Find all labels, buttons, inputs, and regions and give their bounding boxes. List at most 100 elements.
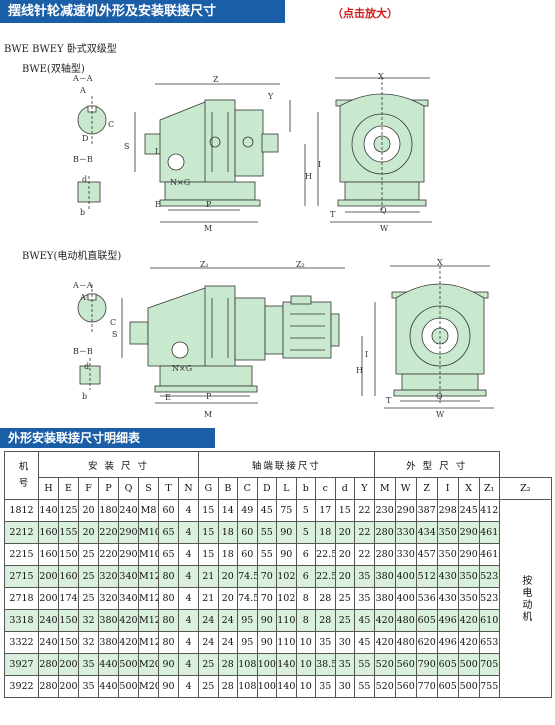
table-cell: 523 xyxy=(478,565,500,588)
table-cell: 24 xyxy=(198,609,219,632)
table-cell: 21 xyxy=(198,587,219,610)
column-header: D xyxy=(256,477,278,500)
table-cell: 400 xyxy=(394,587,417,610)
table-cell: 30 xyxy=(334,631,356,654)
table-cell: M20 xyxy=(138,675,159,698)
table-cell: 100 xyxy=(256,675,278,698)
table-cell: 461 xyxy=(478,521,500,544)
table-cell: 35 xyxy=(78,675,99,698)
table-row: 271820017425320340M12804212074.570102828… xyxy=(4,587,552,610)
table-cell: 108 xyxy=(237,653,258,676)
model-cell: 2212 xyxy=(4,521,39,544)
table-cell: 108 xyxy=(237,675,258,698)
table-cell: 350 xyxy=(436,543,459,566)
table-cell: 18 xyxy=(217,543,239,566)
table-cell: 480 xyxy=(394,609,417,632)
bwe-label-bb: B－B xyxy=(73,155,93,164)
table-cell: 55 xyxy=(354,653,375,676)
table-cell: 520 xyxy=(373,675,396,698)
table-cell: 160 xyxy=(58,565,79,588)
table-row: 221216015520220290M106541518605590518202… xyxy=(4,521,552,544)
table-cell: 30 xyxy=(334,675,356,698)
table-cell: 245 xyxy=(457,499,480,522)
model-cell: 2215 xyxy=(4,543,39,566)
table-cell: 60 xyxy=(237,543,258,566)
table-cell: 65 xyxy=(158,521,179,544)
table-cell: 20 xyxy=(78,499,99,522)
bwey-label-a: A xyxy=(80,293,86,302)
column-header: c xyxy=(315,477,336,500)
table-cell: 4 xyxy=(177,543,200,566)
table-cell: 387 xyxy=(415,499,438,522)
header-outline: 外 型 尺 寸 xyxy=(373,451,500,478)
bwey-label-z1: Z₁ xyxy=(200,260,209,269)
table-cell: 457 xyxy=(415,543,438,566)
table-cell: 4 xyxy=(177,675,200,698)
bwey-label-bb: B－B xyxy=(73,347,93,356)
table-cell: 220 xyxy=(98,543,119,566)
column-header: P xyxy=(98,477,119,500)
table-cell: 160 xyxy=(38,521,59,544)
table-cell: 45 xyxy=(256,499,278,522)
table-cell: 90 xyxy=(158,653,179,676)
bwe-label-e: E xyxy=(155,200,161,209)
table-cell: 140 xyxy=(276,653,297,676)
column-header: X xyxy=(457,477,480,500)
zoom-link[interactable]: （点击放大） xyxy=(332,7,398,20)
table-cell: 110 xyxy=(276,631,297,654)
table-cell: 90 xyxy=(256,631,278,654)
table-cell: 55 xyxy=(256,543,278,566)
table-cell: 512 xyxy=(415,565,438,588)
bwey-label-m: M xyxy=(204,410,213,419)
table-cell: 790 xyxy=(415,653,438,676)
column-header: d xyxy=(334,477,356,500)
bwe-drawing xyxy=(77,77,432,223)
table-cell: 90 xyxy=(276,521,297,544)
table-cell: 22 xyxy=(354,543,375,566)
model-cell: 2718 xyxy=(4,587,39,610)
bwey-label-c: C xyxy=(110,318,117,327)
table-cell: 560 xyxy=(394,675,417,698)
table-cell: 461 xyxy=(478,543,500,566)
table-cell: 28 xyxy=(315,609,336,632)
bwe-label-z: Z xyxy=(213,75,219,84)
table-cell: 440 xyxy=(98,653,119,676)
table-cell: 500 xyxy=(118,675,139,698)
table-cell: 420 xyxy=(373,631,396,654)
bwe-label: BWE(双轴型) xyxy=(22,64,85,75)
bwey-label-i: I xyxy=(365,350,369,359)
table-cell: 10 xyxy=(295,631,317,654)
column-header: C xyxy=(237,477,258,500)
table-cell: 25 xyxy=(334,609,356,632)
table-cell: 80 xyxy=(158,609,179,632)
table-cell: 400 xyxy=(394,565,417,588)
table-cell: 45 xyxy=(354,631,375,654)
column-header: F xyxy=(78,477,99,500)
column-header: W xyxy=(394,477,417,500)
bwey-label-z2: Z₂ xyxy=(296,260,305,269)
table-cell: 80 xyxy=(158,631,179,654)
table-cell: 280 xyxy=(373,521,396,544)
table-cell: 290 xyxy=(118,543,139,566)
table-row: 332224015032380420M128042424959011010353… xyxy=(4,631,552,654)
table-row: 331824015032380420M128042424959011082825… xyxy=(4,609,552,632)
table-cell: 25 xyxy=(198,653,219,676)
column-header: Z xyxy=(415,477,438,500)
table-cell: 430 xyxy=(436,587,459,610)
table-cell: 150 xyxy=(58,631,79,654)
table-cell: 22.5 xyxy=(315,565,336,588)
table-cell: 150 xyxy=(58,609,79,632)
table-cell: 755 xyxy=(478,675,500,698)
table-cell: 35 xyxy=(78,653,99,676)
table-cell: 4 xyxy=(177,587,200,610)
bwey-label-e: E xyxy=(165,393,171,402)
bwey-drawing xyxy=(77,265,494,409)
table-cell: 25 xyxy=(78,543,99,566)
table-cell: 520 xyxy=(373,653,396,676)
table-cell: 55 xyxy=(354,675,375,698)
bwey-label-h: H xyxy=(356,366,363,375)
bwey-label-w: W xyxy=(436,410,445,419)
table-cell: 15 xyxy=(334,499,356,522)
model-cell: 3318 xyxy=(4,609,39,632)
bwe-label-x: X xyxy=(378,72,384,81)
